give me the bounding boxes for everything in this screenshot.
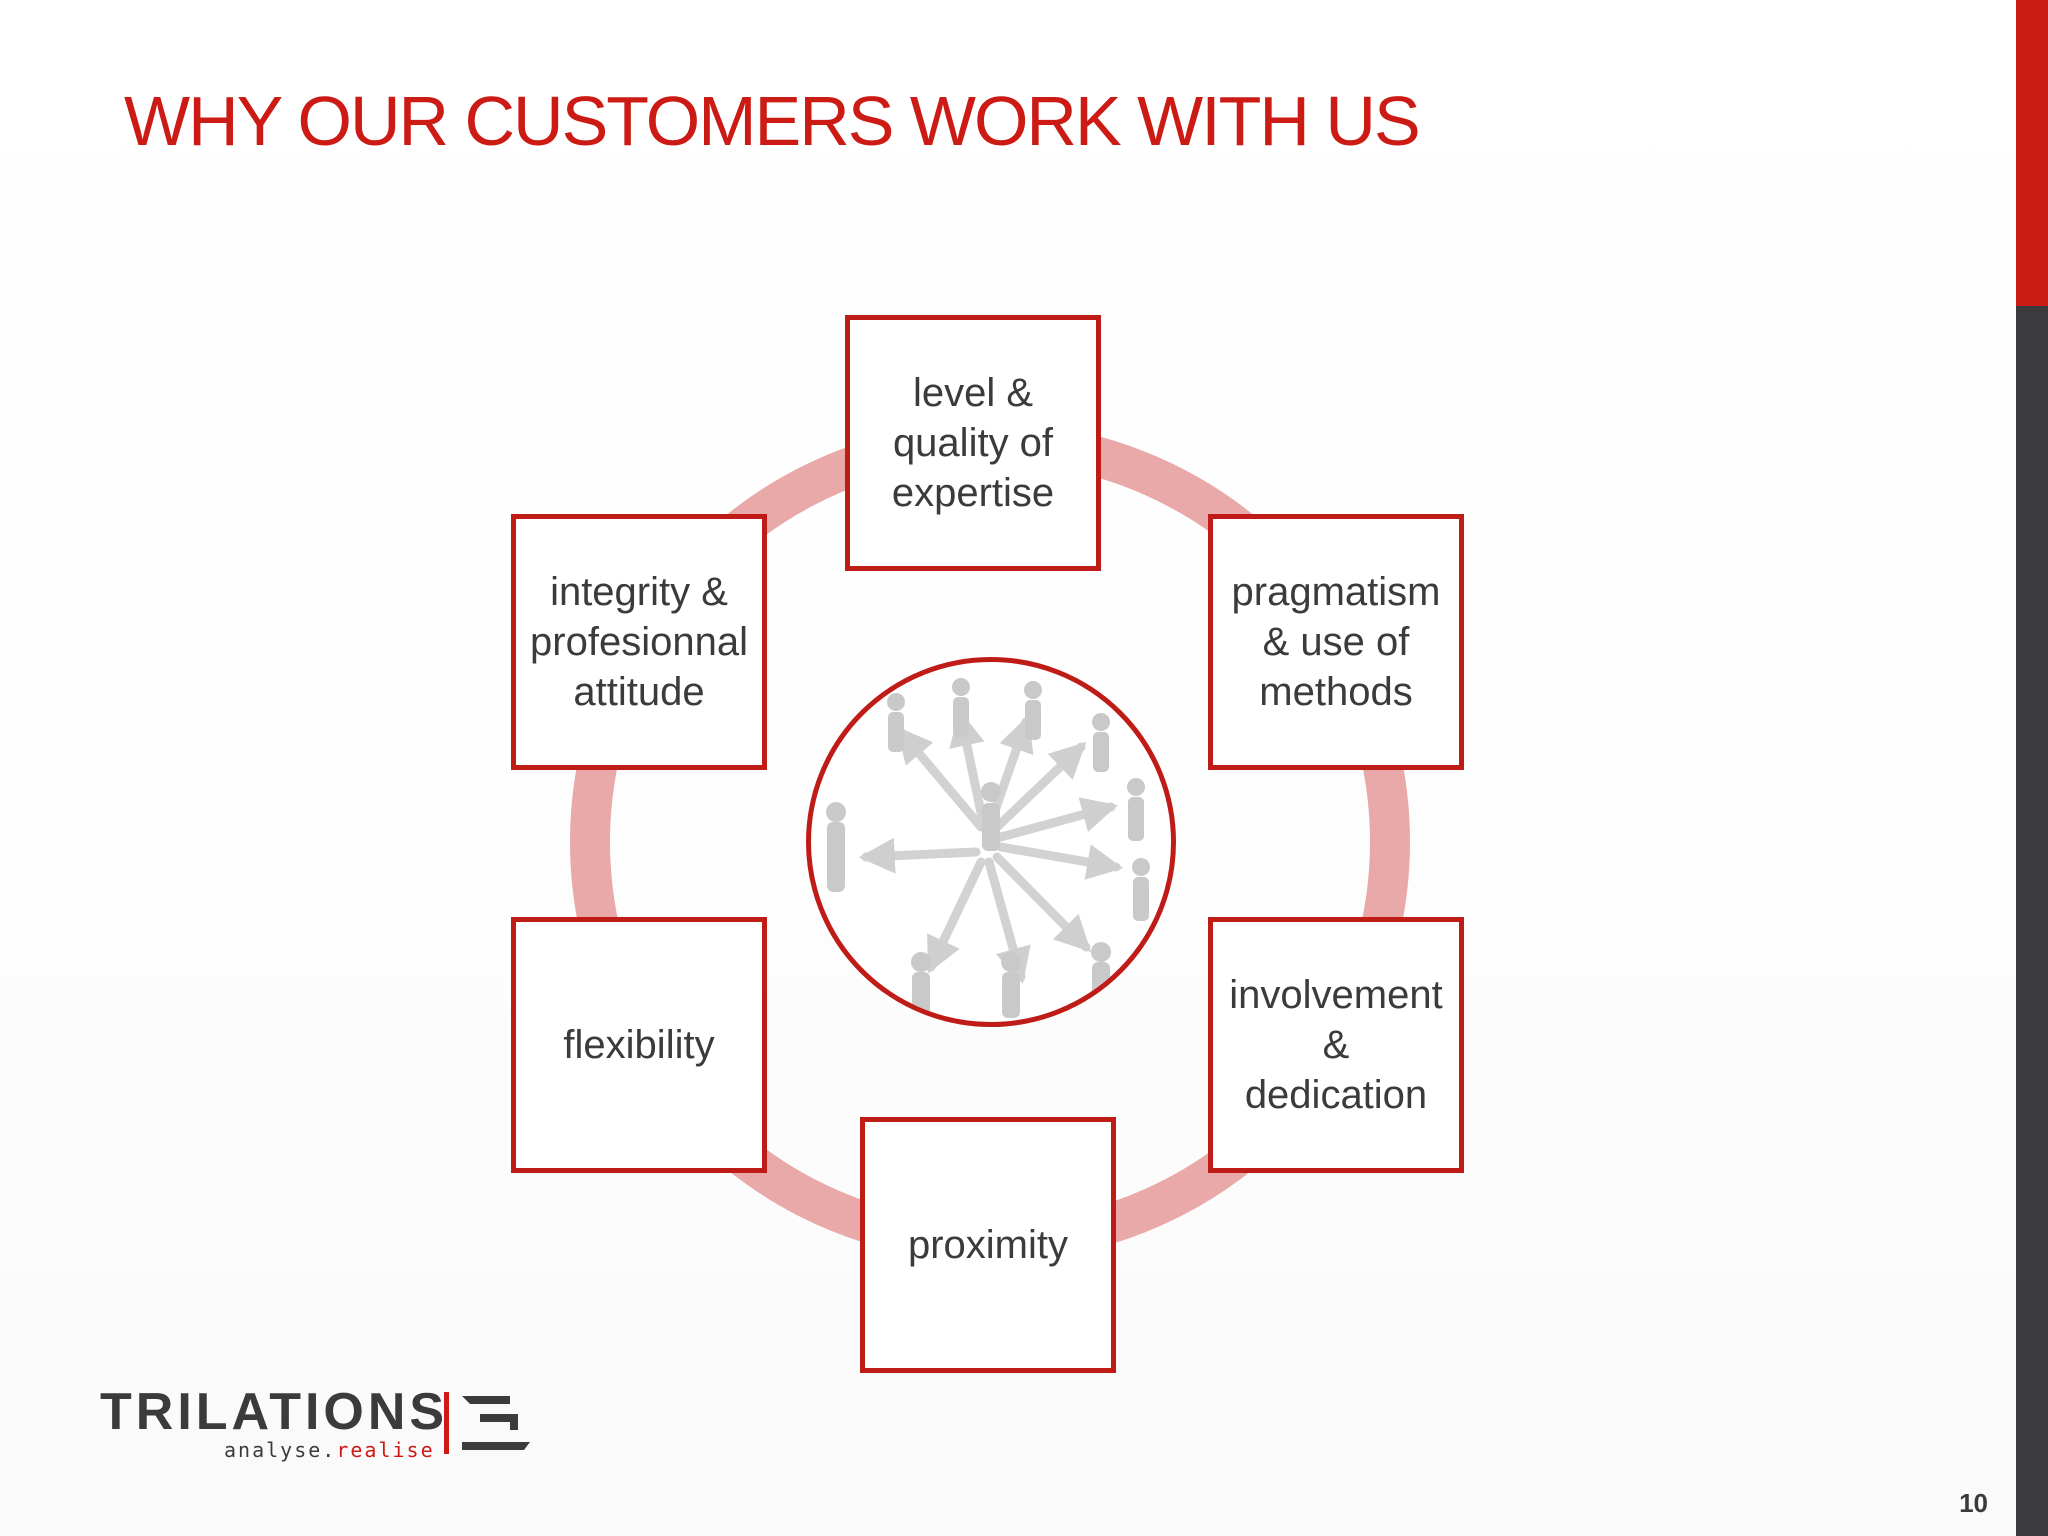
box-integrity-label: integrity & profesionnal attitude	[530, 570, 748, 714]
box-expertise-label: level & quality of expertise	[891, 371, 1055, 515]
logo-tagline-realise: realise	[336, 1438, 435, 1462]
box-proximity-label: proximity	[907, 1223, 1069, 1267]
box-pragmatism-label: pragmatism & use of methods	[1231, 570, 1441, 714]
box-proximity: proximity	[860, 1117, 1116, 1373]
box-expertise: level & quality of expertise	[845, 315, 1101, 571]
slide-title: WHY OUR CUSTOMERS WORK WITH US	[124, 82, 1421, 160]
box-flexibility: flexibility	[511, 917, 767, 1173]
box-involvement-label: involvement & dedication	[1229, 973, 1443, 1117]
box-involvement: involvement & dedication	[1208, 917, 1464, 1173]
trilations-logo: TRILATIONS analyse.realise	[100, 1382, 540, 1462]
logo-tagline-analyse: analyse.	[224, 1438, 337, 1462]
trilations-bracket-icon	[444, 1392, 530, 1454]
box-pragmatism: pragmatism & use of methods	[1208, 514, 1464, 770]
page-number: 10	[1959, 1488, 1988, 1518]
center-hub	[806, 657, 1176, 1027]
side-accent-bar	[2016, 0, 2048, 1536]
box-flexibility-label: flexibility	[563, 1023, 715, 1067]
logo-tagline: analyse.realise	[224, 1438, 435, 1462]
side-accent-red	[2016, 0, 2048, 306]
side-accent-dark	[2016, 306, 2048, 1536]
people-network-icon	[826, 678, 1150, 1018]
box-integrity: integrity & profesionnal attitude	[511, 514, 767, 770]
logo-wordmark: TRILATIONS	[100, 1383, 449, 1441]
